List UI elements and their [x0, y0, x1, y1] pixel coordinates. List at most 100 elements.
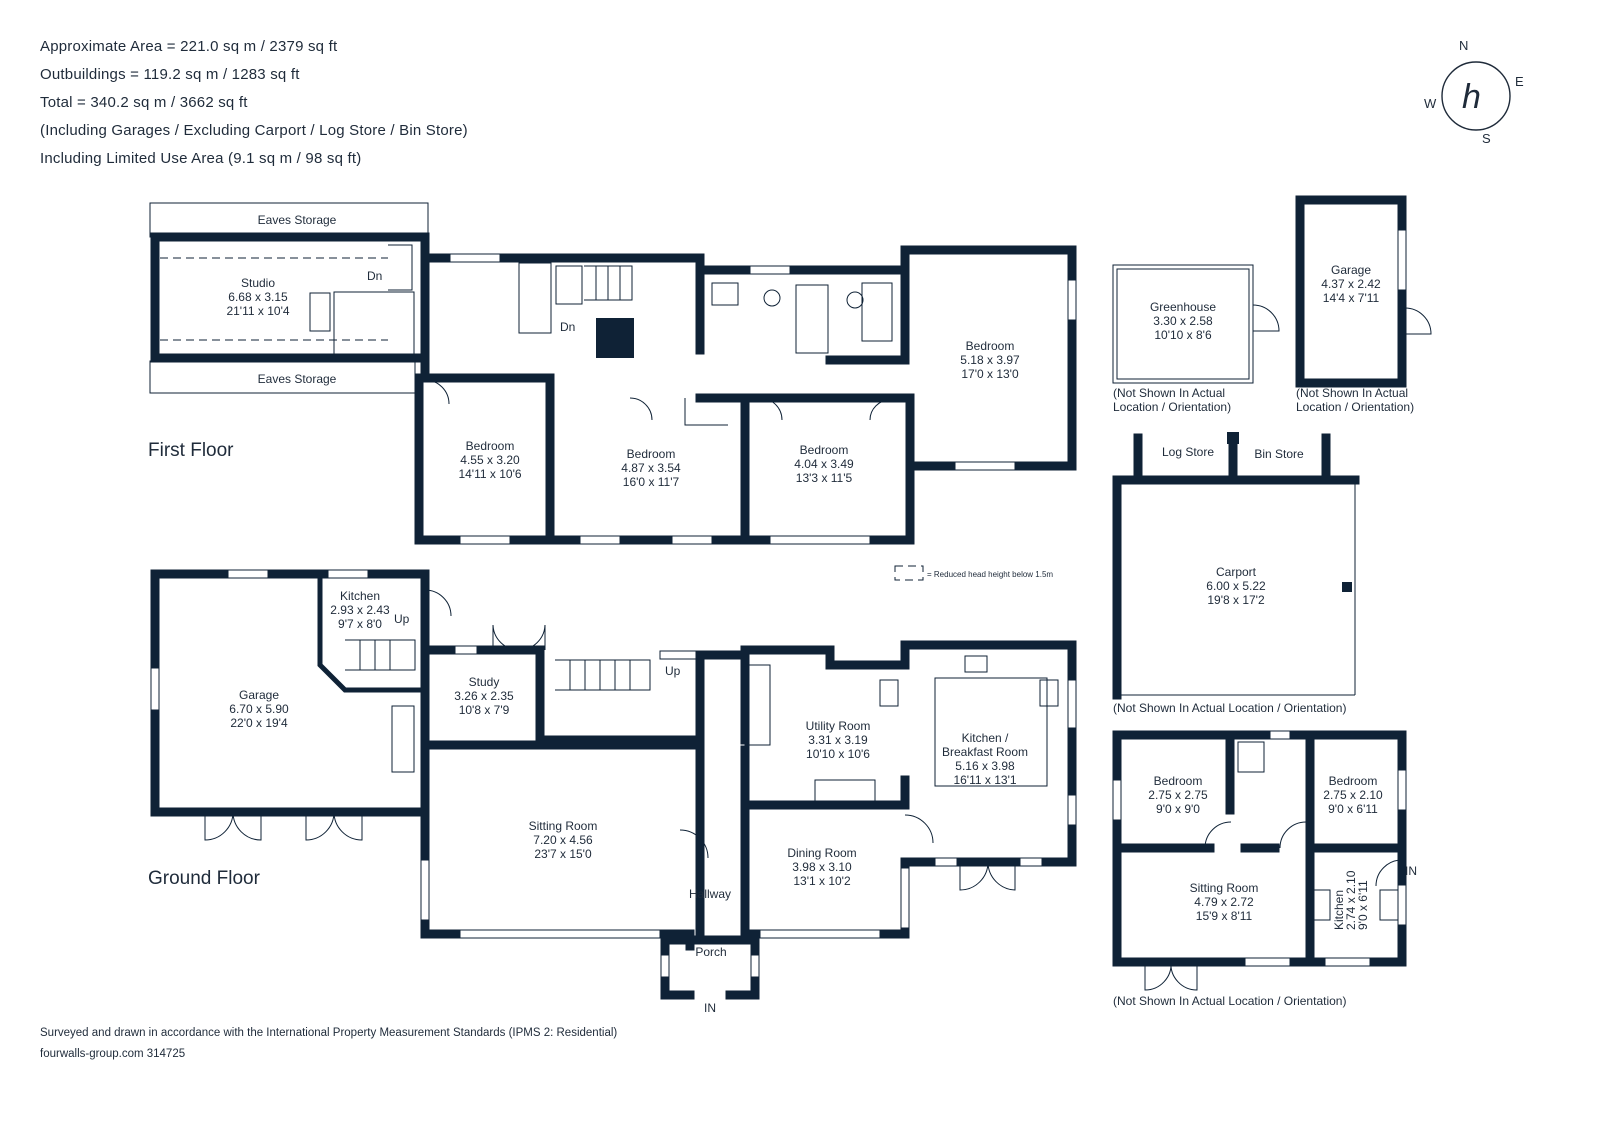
eaves-bottom-label: Eaves Storage — [258, 372, 337, 386]
compass-north: N — [1459, 38, 1468, 53]
greenhouse-imperial: 10'10 x 8'6 — [1154, 328, 1212, 342]
outbuilding-garage-imperial: 14'4 x 7'11 — [1323, 291, 1380, 305]
greenhouse-note1: (Not Shown In Actual — [1113, 386, 1225, 400]
garage-metric: 6.70 x 5.90 — [229, 702, 289, 716]
bedroom3-name: Bedroom — [800, 443, 849, 457]
eaves-top-label: Eaves Storage — [258, 213, 337, 227]
outbuilding-garage-note1: (Not Shown In Actual — [1296, 386, 1408, 400]
greenhouse-name: Greenhouse — [1150, 300, 1216, 314]
carport-name: Carport — [1216, 565, 1257, 579]
area-approximate: Approximate Area = 221.0 sq m / 2379 sq … — [40, 38, 338, 55]
bedroom4-name: Bedroom — [966, 339, 1015, 353]
bedroom2-name: Bedroom — [627, 447, 676, 461]
annex-note: (Not Shown In Actual Location / Orientat… — [1113, 994, 1346, 1008]
kitchen-small-name: Kitchen — [340, 589, 380, 603]
bedroom4-imperial: 17'0 x 13'0 — [961, 367, 1019, 381]
outbuilding-garage-note2: Location / Orientation) — [1296, 400, 1414, 414]
kitchen-name2: Breakfast Room — [942, 745, 1028, 759]
porch-label: Porch — [695, 945, 726, 959]
logo-letter: h — [1462, 78, 1481, 116]
sitting-metric: 7.20 x 4.56 — [533, 833, 593, 847]
outbuilding-garage-name: Garage — [1331, 263, 1371, 277]
annex-entrance-in: IN — [1405, 864, 1417, 878]
outbuilding-garage-walls — [1295, 195, 1407, 388]
annex-bedroom-b-name: Bedroom — [1329, 774, 1378, 788]
area-total: Total = 340.2 sq m / 3662 sq ft — [40, 94, 248, 111]
annex-kitchen-metric: 2.74 x 2.10 — [1344, 870, 1358, 930]
annex-sitting-metric: 4.79 x 2.72 — [1194, 895, 1254, 909]
compass-logo: h N E S W — [1424, 38, 1524, 146]
annex-sitting-imperial: 15'9 x 8'11 — [1196, 909, 1253, 923]
greenhouse-metric: 3.30 x 2.58 — [1153, 314, 1213, 328]
compass-east: E — [1515, 74, 1524, 89]
dining-metric: 3.98 x 3.10 — [792, 860, 852, 874]
kitchen-small-metric: 2.93 x 2.43 — [330, 603, 390, 617]
hallway-label: Hallway — [689, 887, 731, 901]
bedroom3-imperial: 13'3 x 11'5 — [796, 471, 853, 485]
bedroom1-imperial: 14'11 x 10'6 — [458, 467, 521, 481]
dining-imperial: 13'1 x 10'2 — [793, 874, 851, 888]
kitchen-imperial: 16'11 x 13'1 — [953, 773, 1016, 787]
footer-standards: Surveyed and drawn in accordance with th… — [40, 1027, 618, 1039]
bedroom4-metric: 5.18 x 3.97 — [960, 353, 1020, 367]
carport-metric: 6.00 x 5.22 — [1206, 579, 1266, 593]
outbuilding-garage-metric: 4.37 x 2.42 — [1321, 277, 1381, 291]
compass-south: S — [1482, 131, 1491, 146]
study-imperial: 10'8 x 7'9 — [459, 703, 510, 717]
footer-reference: fourwalls-group.com 314725 — [40, 1048, 186, 1060]
bedroom1-name: Bedroom — [466, 439, 515, 453]
outbuildings: Greenhouse 3.30 x 2.58 10'10 x 8'6 (Not … — [1112, 195, 1432, 1008]
log-store-label: Log Store — [1162, 445, 1214, 459]
studio-name: Studio — [241, 276, 275, 290]
utility-metric: 3.31 x 3.19 — [808, 733, 868, 747]
kitchen-small-up: Up — [394, 612, 410, 626]
first-floor-label: First Floor — [148, 440, 234, 461]
annex-bedroom-a-metric: 2.75 x 2.75 — [1148, 788, 1208, 802]
kitchen-small-imperial: 9'7 x 8'0 — [338, 617, 382, 631]
annex-sitting-name: Sitting Room — [1190, 881, 1259, 895]
annex-kitchen-name: Kitchen — [1332, 890, 1346, 930]
legend: = Reduced head height below 1.5m — [894, 565, 1053, 581]
first-floor-plan: Eaves Storage Eaves Storage Studio 6.68 … — [149, 202, 1077, 545]
greenhouse-note2: Location / Orientation) — [1113, 400, 1231, 414]
studio-metric: 6.68 x 3.15 — [228, 290, 288, 304]
carport-walls — [1112, 475, 1360, 700]
annex-bedroom-b-imperial: 9'0 x 6'11 — [1328, 802, 1378, 816]
area-outbuildings: Outbuildings = 119.2 sq m / 1283 sq ft — [40, 66, 300, 83]
annex-kitchen-imperial: 9'0 x 6'11 — [1356, 880, 1370, 930]
compass-west: W — [1424, 96, 1437, 111]
area-limited-use: Including Limited Use Area (9.1 sq m / 9… — [40, 150, 362, 167]
bedroom2-metric: 4.87 x 3.54 — [621, 461, 681, 475]
bin-store-label: Bin Store — [1254, 447, 1304, 461]
bedroom3-metric: 4.04 x 3.49 — [794, 457, 854, 471]
sitting-imperial: 23'7 x 15'0 — [534, 847, 592, 861]
greenhouse-outline — [1112, 264, 1254, 384]
annex-bedroom-b-metric: 2.75 x 2.10 — [1323, 788, 1383, 802]
study-name: Study — [469, 675, 500, 689]
kitchen-metric: 5.16 x 3.98 — [955, 759, 1015, 773]
studio-stair-dn: Dn — [367, 269, 382, 283]
compass-circle-icon — [1441, 61, 1511, 131]
study-metric: 3.26 x 2.35 — [454, 689, 514, 703]
garage-imperial: 22'0 x 19'4 — [230, 716, 288, 730]
utility-imperial: 10'10 x 10'6 — [806, 747, 870, 761]
ground-floor-label: Ground Floor — [148, 868, 260, 889]
ground-floor-plan: Garage 6.70 x 5.90 22'0 x 19'4 Kitchen 2… — [150, 569, 1077, 1015]
bedroom1-metric: 4.55 x 3.20 — [460, 453, 520, 467]
annex-bedroom-a-imperial: 9'0 x 9'0 — [1156, 802, 1200, 816]
legend-text: = Reduced head height below 1.5m — [927, 570, 1053, 579]
studio-imperial: 21'11 x 10'4 — [226, 304, 289, 318]
ground-stair-up: Up — [665, 664, 681, 678]
sitting-name: Sitting Room — [529, 819, 598, 833]
annex-bedroom-a-name: Bedroom — [1154, 774, 1203, 788]
entrance-in: IN — [704, 1001, 716, 1015]
carport-note: (Not Shown In Actual Location / Orientat… — [1113, 701, 1346, 715]
carport-imperial: 19'8 x 17'2 — [1207, 593, 1265, 607]
utility-name: Utility Room — [806, 719, 871, 733]
garage-name: Garage — [239, 688, 279, 702]
bedroom2-imperial: 16'0 x 11'7 — [623, 475, 680, 489]
kitchen-name1: Kitchen / — [962, 731, 1009, 745]
dining-name: Dining Room — [787, 846, 856, 860]
area-note: (Including Garages / Excluding Carport /… — [40, 122, 468, 139]
